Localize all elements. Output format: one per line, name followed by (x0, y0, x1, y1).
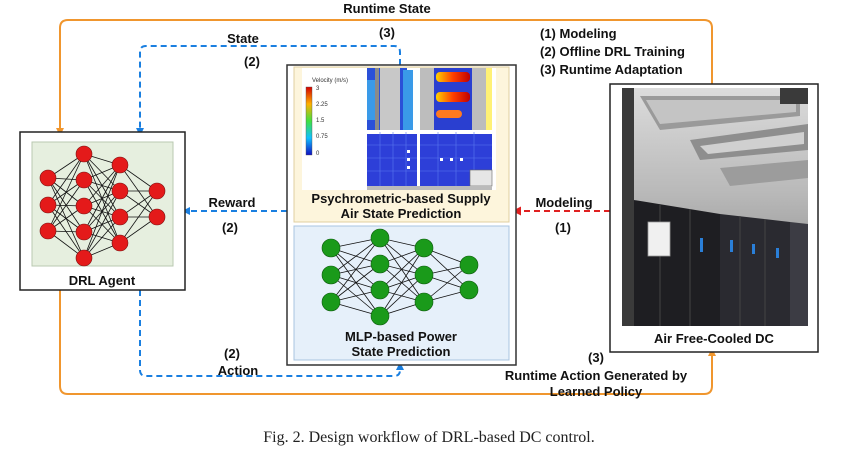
center-model-panel: Velocity (m/s) 3 2.25 1.5 0.75 0 (286, 64, 517, 366)
agent-node-l2-n2 (111, 208, 129, 226)
mlp-node-l0-n2 (321, 292, 341, 312)
velocity-colorbar (305, 86, 313, 156)
reward-label: Reward (209, 195, 256, 210)
mlp-node-l3-n0 (459, 255, 479, 275)
mlp-node-l2-n0 (414, 238, 434, 258)
supply-air-label-line1: Psychrometric-based Supply (311, 191, 491, 206)
datacenter-label: Air Free-Cooled DC (654, 331, 775, 346)
agent-node-l1-n1 (75, 171, 93, 189)
agent-node-l0-n2 (39, 222, 57, 240)
agent-connection (83, 164, 121, 259)
velocity-tick-2-25: 2.25 (316, 102, 328, 108)
mlp-node-l2-n2 (414, 292, 434, 312)
mlp-connection (379, 247, 425, 291)
power-state-label-line1: MLP-based Power (345, 329, 457, 344)
mlp-node-l3-n1 (459, 280, 479, 300)
cfd-velocity-heatmap: Velocity (m/s) 3 2.25 1.5 0.75 0 (302, 68, 496, 190)
arrows (56, 19, 716, 395)
runtime-action-label-line2: Learned Policy (550, 384, 643, 399)
agent-node-l2-n0 (111, 156, 129, 174)
agent-node-l3-n0 (148, 182, 166, 200)
runtime-action-number: (3) (588, 350, 604, 365)
datacenter-photo (622, 88, 808, 326)
mlp-connection (423, 264, 470, 303)
velocity-tick-1-5: 1.5 (316, 118, 325, 124)
agent-label: DRL Agent (69, 273, 136, 288)
agent-node-l1-n0 (75, 145, 93, 163)
agent-connection (119, 190, 158, 244)
supply-air-label-line2: Air State Prediction (341, 206, 462, 221)
agent-node-l0-n1 (39, 196, 57, 214)
runtime-state-number: (3) (379, 25, 395, 40)
agent-connection (83, 164, 121, 207)
agent-connection (83, 216, 121, 259)
mlp-node-l2-n1 (414, 265, 434, 285)
mlp-node-l1-n1 (370, 254, 390, 274)
mlp-connection (379, 237, 425, 276)
mlp-node-l0-n0 (321, 238, 341, 258)
modeling-label: Modeling (535, 195, 592, 210)
mlp-node-l0-n1 (321, 265, 341, 285)
action-number: (2) (224, 346, 240, 361)
velocity-legend-title: Velocity (m/s) (312, 78, 348, 84)
agent-connection (47, 153, 85, 232)
state-number: (2) (244, 54, 260, 69)
mlp-connection (379, 237, 425, 303)
power-state-label-line2: State Prediction (352, 344, 451, 359)
mlp-node-l1-n2 (370, 280, 390, 300)
mlp-connection (379, 247, 425, 317)
mlp-connection (330, 263, 381, 303)
agent-connection (47, 179, 85, 232)
mlp-connection (330, 274, 381, 317)
runtime-state-arrow (56, 19, 713, 136)
mlp-node-l1-n0 (370, 228, 390, 248)
agent-neural-network (39, 145, 166, 267)
reward-number: (2) (222, 220, 238, 235)
modeling-number: (1) (555, 220, 571, 235)
state-label: State (227, 31, 259, 46)
mlp-connection (330, 247, 381, 291)
step-runtime-adaptation: (3) Runtime Adaptation (540, 62, 683, 77)
runtime-state-label: Runtime State (343, 1, 430, 16)
mlp-connection (379, 263, 425, 303)
agent-node-l1-n2 (75, 197, 93, 215)
agent-node-l1-n4 (75, 249, 93, 267)
mlp-connection (379, 274, 425, 317)
drl-agent-panel: DRL Agent (19, 131, 186, 291)
action-label: Action (218, 363, 259, 378)
velocity-tick-3: 3 (316, 86, 320, 92)
action-arrow (139, 290, 404, 377)
mlp-connection (330, 237, 381, 303)
state-arrow (136, 45, 401, 136)
agent-node-l2-n3 (111, 234, 129, 252)
agent-node-l1-n3 (75, 223, 93, 241)
mlp-connection (330, 247, 381, 317)
step-modeling: (1) Modeling (540, 26, 617, 41)
velocity-tick-0-75: 0.75 (316, 134, 328, 140)
mlp-neural-network (321, 228, 479, 326)
mlp-node-l1-n3 (370, 306, 390, 326)
velocity-tick-0: 0 (316, 151, 320, 157)
agent-connection (83, 164, 121, 233)
step-offline-training: (2) Offline DRL Training (540, 44, 685, 59)
mlp-connection (423, 247, 470, 291)
agent-node-l0-n0 (39, 169, 57, 187)
agent-connection (83, 190, 121, 259)
datacenter-panel: Air Free-Cooled DC (609, 83, 819, 353)
agent-node-l3-n1 (148, 208, 166, 226)
figure-caption: Fig. 2. Design workflow of DRL-based DC … (263, 429, 595, 446)
mlp-connection (330, 237, 381, 276)
agent-connection (47, 153, 85, 206)
agent-node-l2-n1 (111, 182, 129, 200)
runtime-action-label-line1: Runtime Action Generated by (505, 368, 688, 383)
runtime-action-arrow (59, 290, 716, 395)
